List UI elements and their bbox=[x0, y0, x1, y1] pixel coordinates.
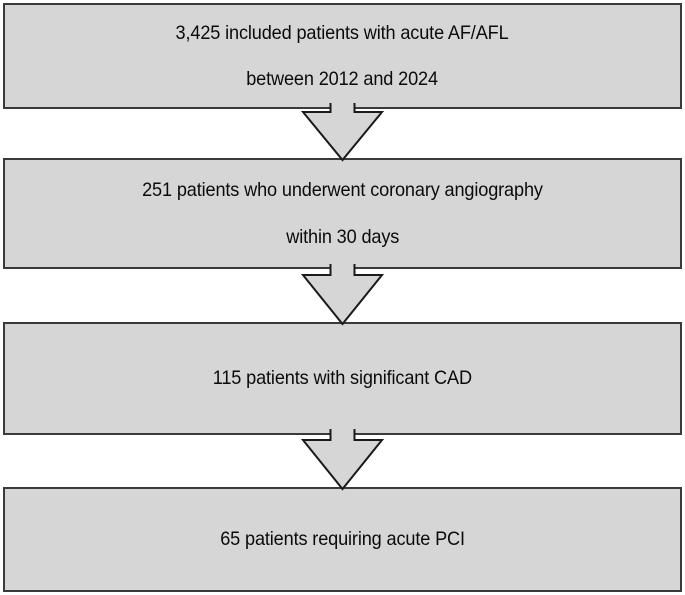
flowchart-connector-2 bbox=[296, 264, 389, 327]
flowchart-node-2-line-1: 251 patients who underwent coronary angi… bbox=[142, 179, 543, 202]
flowchart-node-1-line-2: between 2012 and 2024 bbox=[246, 68, 439, 90]
flowchart-node-4: 65 patients requiring acute PCI bbox=[3, 487, 682, 592]
flowchart-node-3: 115 patients with significant CAD bbox=[3, 322, 682, 435]
flowchart-connector-3 bbox=[296, 429, 389, 492]
flowchart-node-2-line-2: within 30 days bbox=[286, 225, 399, 248]
down-arrow-icon bbox=[300, 429, 385, 491]
flowchart-node-3-line-1: 115 patients with significant CAD bbox=[212, 367, 473, 390]
flowchart-node-4-line-1: 65 patients requiring acute PCI bbox=[220, 528, 465, 551]
flowchart-node-2: 251 patients who underwent coronary angi… bbox=[3, 158, 682, 269]
flowchart-node-1-line-1: 3,425 included patients with acute AF/AF… bbox=[175, 21, 509, 44]
down-arrow-icon bbox=[300, 103, 385, 162]
down-arrow-icon bbox=[300, 264, 385, 326]
flowchart-node-1: 3,425 included patients with acute AF/AF… bbox=[3, 3, 682, 109]
flowchart-connector-1 bbox=[296, 103, 389, 163]
